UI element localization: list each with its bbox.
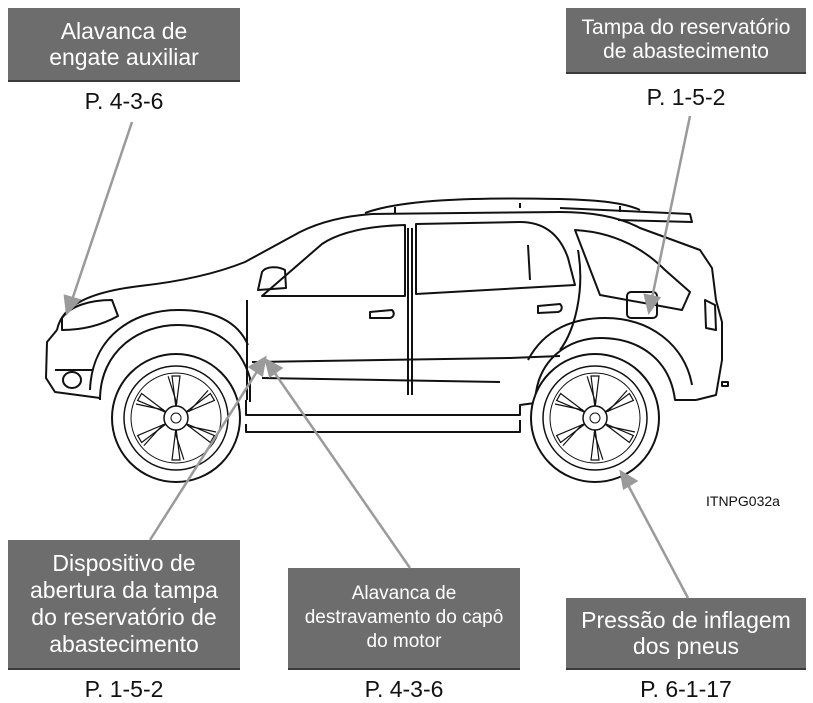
divider-fuel-lid bbox=[566, 72, 806, 74]
arrow-head-icon bbox=[619, 469, 639, 490]
arrow-head-icon bbox=[63, 294, 82, 316]
callout-fuel-lid: Tampa do reservatório de abastecimento bbox=[566, 8, 806, 72]
callout-tire-pressure: Pressão de inflagem dos pneus bbox=[566, 598, 806, 668]
leader-hood-release bbox=[272, 371, 412, 569]
divider-fuel-opener bbox=[8, 668, 240, 670]
image-code: ITNPG032a bbox=[706, 493, 780, 509]
arrow-head-icon bbox=[247, 355, 267, 378]
divider-hood-release bbox=[288, 668, 520, 670]
car-body bbox=[45, 197, 729, 433]
arrow-head-icon bbox=[643, 293, 662, 315]
ref-aux-lever: P. 4-3-6 bbox=[84, 88, 164, 114]
divider-tire-pressure bbox=[566, 668, 806, 670]
callout-hood-release: Alavanca de destravamento do capô do mot… bbox=[288, 568, 520, 668]
front-wheel bbox=[111, 353, 241, 483]
ref-hood-release: P. 4-3-6 bbox=[364, 676, 444, 702]
ref-tire-pressure: P. 6-1-17 bbox=[640, 676, 732, 702]
ref-fuel-lid: P. 1-5-2 bbox=[646, 84, 726, 110]
leader-fuel-lid bbox=[650, 115, 692, 299]
leader-aux-lever bbox=[70, 121, 134, 301]
ref-fuel-opener: P. 1-5-2 bbox=[84, 676, 164, 702]
rear-wheel bbox=[530, 353, 660, 483]
arrow-head-icon bbox=[264, 357, 284, 379]
callout-aux-lever: Alavanca de engate auxiliar bbox=[8, 8, 240, 80]
leader-tire-pressure bbox=[626, 484, 690, 599]
leader-lines bbox=[63, 115, 692, 599]
callout-fuel-opener: Dispositivo de abertura da tampa do rese… bbox=[8, 540, 240, 668]
divider-aux-lever bbox=[8, 80, 240, 82]
leader-fuel-opener bbox=[148, 369, 260, 541]
